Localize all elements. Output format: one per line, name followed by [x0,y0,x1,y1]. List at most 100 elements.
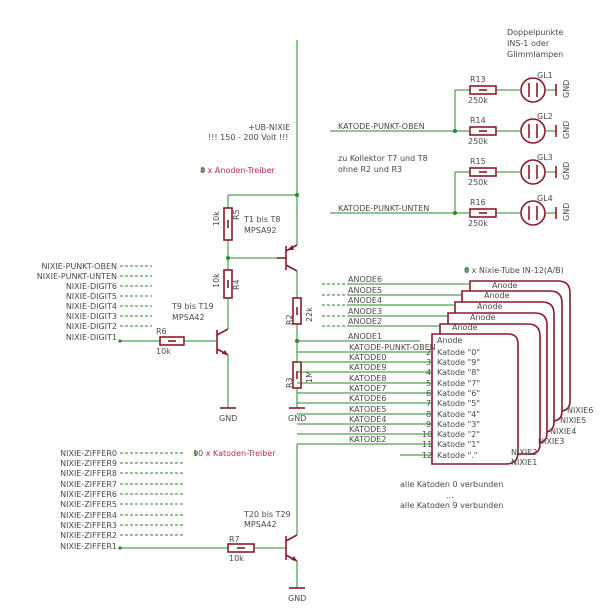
r13-name: R13 [470,75,486,84]
r7-value: 10k [229,554,244,563]
ziffer-input-label: NIXIE-ZIFFER0 [60,449,117,458]
ziffer-input-label: NIXIE-ZIFFER8 [60,469,117,478]
t9-name: T9 bis T19 [171,302,214,311]
digit-input-label: NIXIE-DIGIT6 [66,282,117,291]
gl3-label: GL3 [537,153,553,162]
gl2-label: GL2 [537,112,553,121]
pin-label: Anode [437,336,463,345]
r15-value: 250k [468,178,488,187]
digit-input-label: NIXIE-PUNKT-OBEN [42,262,118,271]
tube-name: NIXIE4 [550,427,576,436]
katode-net-label: KATODE5 [349,405,386,414]
pin-label: Katode "8" [437,368,480,377]
r3-resistor: R3 1M [285,361,314,389]
ziffer-input-label: NIXIE-ZIFFER7 [60,480,117,489]
t20-name: T20 bis T29 [243,510,291,519]
gl1-label: GL1 [537,71,553,80]
ziffer-input-label: NIXIE-ZIFFER3 [60,521,117,530]
pin-label: Katode "0" [437,348,480,357]
t9-transistor [216,328,229,356]
katode-nets: KATODE-PUNKT-OBEN KATODE0 KATODE9 KATODE… [297,343,436,456]
r2-resistor: R2 22k [285,297,314,325]
r5-resistor: 10k R5 [212,207,241,241]
t1-name: T1 bis T8 [243,215,281,224]
tubes-title: 6 x Nixie-Tube IN-12(A/B) [464,266,564,275]
tube-name: NIXIE5 [560,416,586,425]
r7-name: R7 [229,535,240,544]
gnd-t9-icon: GND [219,407,237,423]
t1-transistor [277,244,298,272]
lamp-row-gl3: R15 250k GL3 GND [455,153,571,187]
digit-input-label: NIXIE-DIGIT4 [66,302,117,311]
r16-name: R16 [470,198,486,207]
nixie1-tube [431,333,519,465]
pin-label: Katode "6" [437,389,480,398]
pin-label: Katode "3" [437,420,480,429]
r3-name: R3 [285,377,294,388]
tube-name: NIXIE2 [511,448,537,457]
section-marker-icon [465,268,469,272]
tube-anode-label: Anode [492,281,518,290]
punkt-unten-net: KATODE-PUNKT-UNTEN [338,204,429,213]
ziffer-input-label: NIXIE-ZIFFER9 [60,459,117,468]
ub-warning: !!! 150 - 200 Volt !!! [208,133,289,142]
gnd-t20-icon: GND [288,587,306,603]
katode-net-label: KATODE8 [349,374,386,383]
katode-net-label: KATODE2 [349,435,386,444]
r6-value: 10k [156,347,171,356]
digit-input-label: NIXIE-DIGIT2 [66,322,117,331]
r2-name: R2 [285,314,294,325]
lamp-row-gl2: R14 250k GL2 GND [455,112,571,146]
gnd-r3-icon: GND [288,407,306,423]
anode-net-label: ANODE3 [348,307,382,316]
supply-rail [227,40,299,259]
katode-net-label: KATODE4 [349,415,386,424]
katode-net-label: KATODE6 [349,394,386,403]
ziffer-inputs: NIXIE-ZIFFER0 NIXIE-ZIFFER9 NIXIE-ZIFFER… [60,449,183,551]
doppelpunkte-line1: Doppelpunkte [507,28,563,37]
r14-name: R14 [470,116,486,125]
note-katoden-0: alle Katoden 0 verbunden [400,480,503,489]
digit-input-label: NIXIE-DIGIT3 [66,312,117,321]
katode-net-label: KATODE-PUNKT-OBEN [349,343,436,352]
anode-nets: ANODE6 ANODE5 ANODE4 ANODE3 ANODE2 ANODE… [322,275,470,341]
ziffer-input-label: NIXIE-ZIFFER1 [60,542,117,551]
glow-lamp-icon [520,200,546,226]
anode-net-label: ANODE4 [348,296,382,305]
anoden-treiber-title: 8 x Anoden-Treiber [200,166,276,175]
anode-net-label: ANODE2 [348,317,382,326]
katode-net-label: KATODE0 [349,353,386,362]
section-marker-icon [201,168,205,172]
pin-label: Katode "." [437,451,477,460]
r5-name: R5 [232,209,241,220]
section-marker-icon [194,451,198,455]
doppelpunkte-line3: Glimmlampen [507,50,563,59]
r3-value: 1M [305,371,314,383]
punkt-oben-net: KATODE-PUNKT-OBEN [338,122,425,131]
r16-value: 250k [468,219,488,228]
digit-input-label: NIXIE-PUNKT-UNTEN [37,272,117,281]
gnd-label-t20: GND [288,594,306,603]
gnd-label-r3: GND [288,414,306,423]
ziffer-input-label: NIXIE-ZIFFER5 [60,500,117,509]
r4-name: R4 [232,279,241,290]
lamp-row-gl4: R16 250k GL4 GND [455,194,571,228]
pin-label: Katode "9" [437,358,480,367]
digit-input-label: NIXIE-DIGIT5 [66,292,117,301]
doppelpunkte-line2: INS-1 oder [507,39,550,48]
tube-pins: Anode 2 Katode "0" 3 Katode "9" 4 Katode… [422,336,480,460]
t20-transistor [285,534,298,562]
note-katoden-9: alle Katoden 9 verbunden [400,501,503,510]
tube-name: NIXIE6 [567,406,593,415]
anode-net-label: ANODE1 [348,332,382,341]
lamp-row-gl1: R13 250k GL1 GND [455,71,571,105]
tube-anode-label: Anode [484,291,510,300]
tube-anode-label: Anode [452,323,478,332]
tube-stack [431,280,571,465]
gnd-label-t9: GND [219,414,237,423]
t9-type: MPSA42 [172,313,205,322]
tube-anode-label: Anode [470,313,496,322]
r14-value: 250k [468,137,488,146]
pin-label: Katode "7" [437,379,480,388]
r7-resistor: R7 10k [227,535,255,563]
